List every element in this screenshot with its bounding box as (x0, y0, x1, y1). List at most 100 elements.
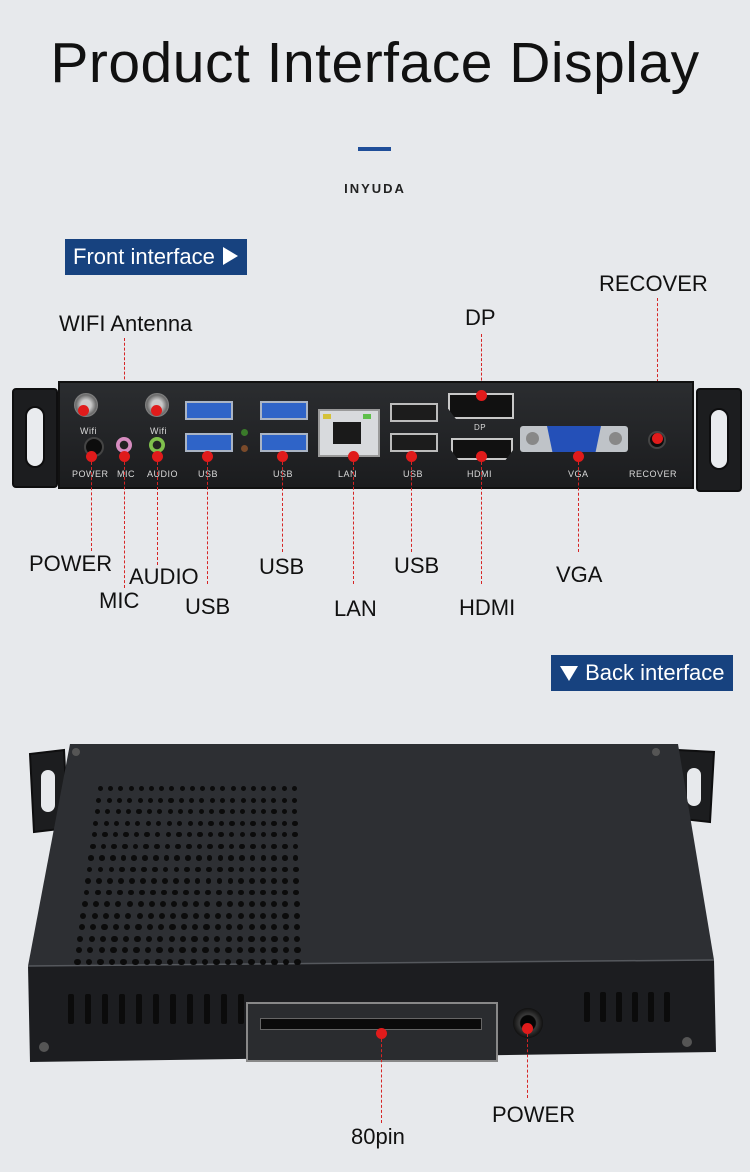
vent-slot (600, 992, 606, 1022)
vent-hole (203, 924, 210, 931)
vent-hole (143, 958, 151, 965)
vent-slot (221, 994, 227, 1024)
vent-hole (190, 958, 197, 965)
callout-dot-wifi (151, 405, 162, 416)
vent-hole (183, 878, 190, 884)
vent-hole (237, 901, 244, 907)
vent-hole (236, 947, 244, 954)
vent-hole (207, 843, 213, 849)
vent-hole (136, 809, 142, 815)
panel-label-dp: DP (474, 423, 487, 432)
vent-hole (144, 947, 152, 954)
callout-dot-power (522, 1023, 533, 1034)
vent-hole (107, 878, 113, 884)
vent-hole (94, 889, 101, 896)
callout-mic: MIC (99, 588, 140, 613)
vent-hole (171, 901, 178, 907)
vent-hole (195, 866, 202, 873)
vent-hole (215, 901, 222, 907)
vent-hole (141, 866, 147, 873)
vent-hole (190, 947, 198, 954)
usb3-port (260, 433, 308, 452)
vent-hole (118, 878, 124, 884)
vent-hole (116, 797, 123, 803)
panel-label-recover: RECOVER (629, 469, 678, 479)
vent-hole (260, 820, 267, 826)
vent-hole (208, 820, 214, 826)
vent-hole (155, 958, 162, 965)
panel-label-usb: USB (403, 469, 424, 479)
leader-audio (157, 462, 158, 565)
vent-hole (87, 947, 94, 954)
vent-hole (139, 878, 146, 884)
vent-hole (259, 958, 267, 965)
panel-label-usb: USB (198, 469, 219, 479)
vent-hole (185, 855, 191, 861)
vent-hole (197, 832, 203, 838)
vent-hole (239, 843, 245, 849)
vent-hole (219, 809, 225, 815)
vent-hole (98, 947, 105, 954)
vent-hole (293, 912, 300, 919)
vent-slot (664, 992, 670, 1022)
vent-hole (169, 786, 175, 791)
callout-dot-vga (573, 451, 584, 462)
vent-hole (271, 843, 277, 849)
vent-hole (102, 832, 108, 838)
vent-hole (260, 809, 267, 815)
vent-hole (206, 855, 213, 861)
vent-hole (128, 878, 135, 884)
vent-slot (648, 992, 654, 1022)
vent-hole (122, 935, 130, 942)
callout-dot-usb (277, 451, 288, 462)
vent-hole (281, 809, 287, 815)
vent-slot (204, 994, 210, 1024)
vent-hole (205, 889, 211, 896)
vent-hole (156, 947, 163, 954)
vent-hole (156, 820, 162, 826)
vent-hole (261, 786, 267, 791)
vent-hole (248, 924, 255, 931)
vent-hole (83, 889, 90, 896)
vent-slot (85, 994, 91, 1024)
leader-80pin (381, 1039, 382, 1123)
vent-hole (228, 843, 235, 849)
vent-hole (271, 901, 278, 907)
vent-hole (135, 924, 142, 931)
vent-hole (127, 889, 134, 896)
vent-hole (194, 878, 201, 884)
vent-hole (169, 924, 176, 931)
vent-hole (144, 832, 150, 838)
vent-hole (192, 924, 199, 931)
vent-slot (584, 992, 590, 1022)
right-mount-bracket (696, 388, 742, 492)
vent-slot (238, 994, 244, 1024)
panel-label-hdmi: HDMI (467, 469, 492, 479)
vent-hole (250, 809, 256, 815)
vent-hole (248, 912, 255, 919)
vent-hole (132, 843, 139, 849)
vent-hole (205, 878, 212, 884)
vent-hole (105, 809, 111, 815)
vent-hole (187, 820, 193, 826)
vent-hole (137, 797, 143, 803)
vent-hole (148, 901, 155, 907)
vent-hole (186, 843, 192, 849)
vent-hole (294, 935, 301, 942)
vent-hole (122, 843, 128, 849)
vent-hole (75, 947, 82, 954)
panel-label-usb: USB (273, 469, 294, 479)
leader-power (91, 462, 92, 551)
vent-hole (281, 820, 288, 826)
vent-hole (294, 958, 301, 965)
vent-hole (118, 786, 124, 791)
vent-hole (138, 889, 145, 896)
triangle-down-icon (559, 657, 579, 692)
vent-hole (200, 786, 205, 791)
page-title: Product Interface Display (50, 31, 700, 95)
status-led (241, 429, 248, 436)
vent-hole (178, 797, 184, 803)
vent-hole (180, 924, 187, 931)
leader-vga (578, 462, 579, 552)
vent-hole (218, 843, 224, 849)
